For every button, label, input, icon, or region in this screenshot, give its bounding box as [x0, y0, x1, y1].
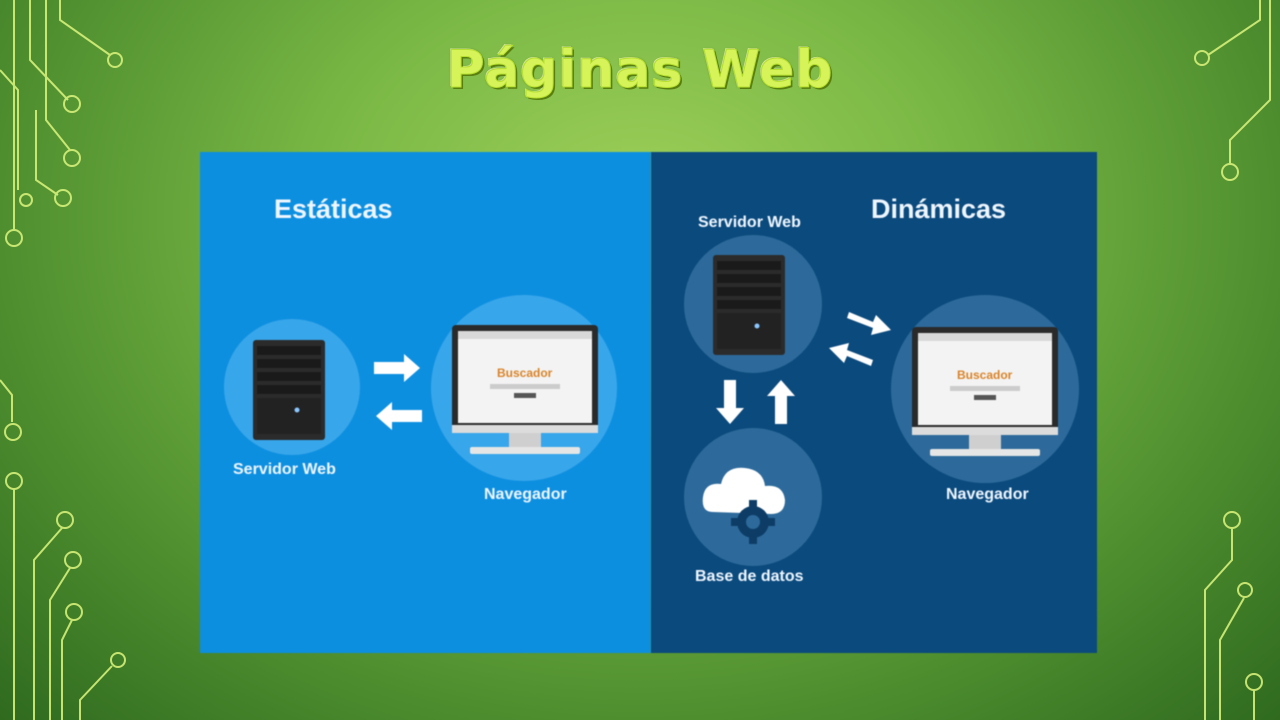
server-icon	[253, 340, 325, 440]
arrow-down-icon	[716, 380, 744, 424]
dynamic-heading: Dinámicas	[871, 194, 1007, 224]
dynamic-server-label: Servidor Web	[698, 214, 801, 231]
arrow-left-icon	[376, 402, 422, 430]
static-pages-panel: Estáticas	[200, 152, 651, 653]
arrow-right-icon	[374, 354, 420, 382]
dynamic-browser-label: Navegador	[946, 486, 1029, 503]
monitor-icon	[452, 325, 598, 454]
arrow-up-icon	[767, 380, 795, 424]
cloud-gear-icon	[702, 467, 785, 544]
slide-title: Páginas Web	[446, 40, 834, 101]
static-browser-label: Navegador	[484, 486, 567, 503]
arrow-to-browser-icon	[847, 312, 891, 335]
static-heading: Estáticas	[274, 194, 393, 224]
static-browser-screen-text: Buscador	[497, 366, 553, 380]
server-icon	[713, 255, 785, 355]
dynamic-pages-panel: Dinámicas Servidor Web	[651, 152, 1097, 653]
dynamic-browser-screen-text: Buscador	[957, 368, 1013, 382]
monitor-icon	[912, 327, 1058, 456]
database-label: Base de datos	[695, 568, 804, 585]
arrow-to-server-icon	[829, 343, 873, 366]
static-server-label: Servidor Web	[233, 461, 336, 478]
